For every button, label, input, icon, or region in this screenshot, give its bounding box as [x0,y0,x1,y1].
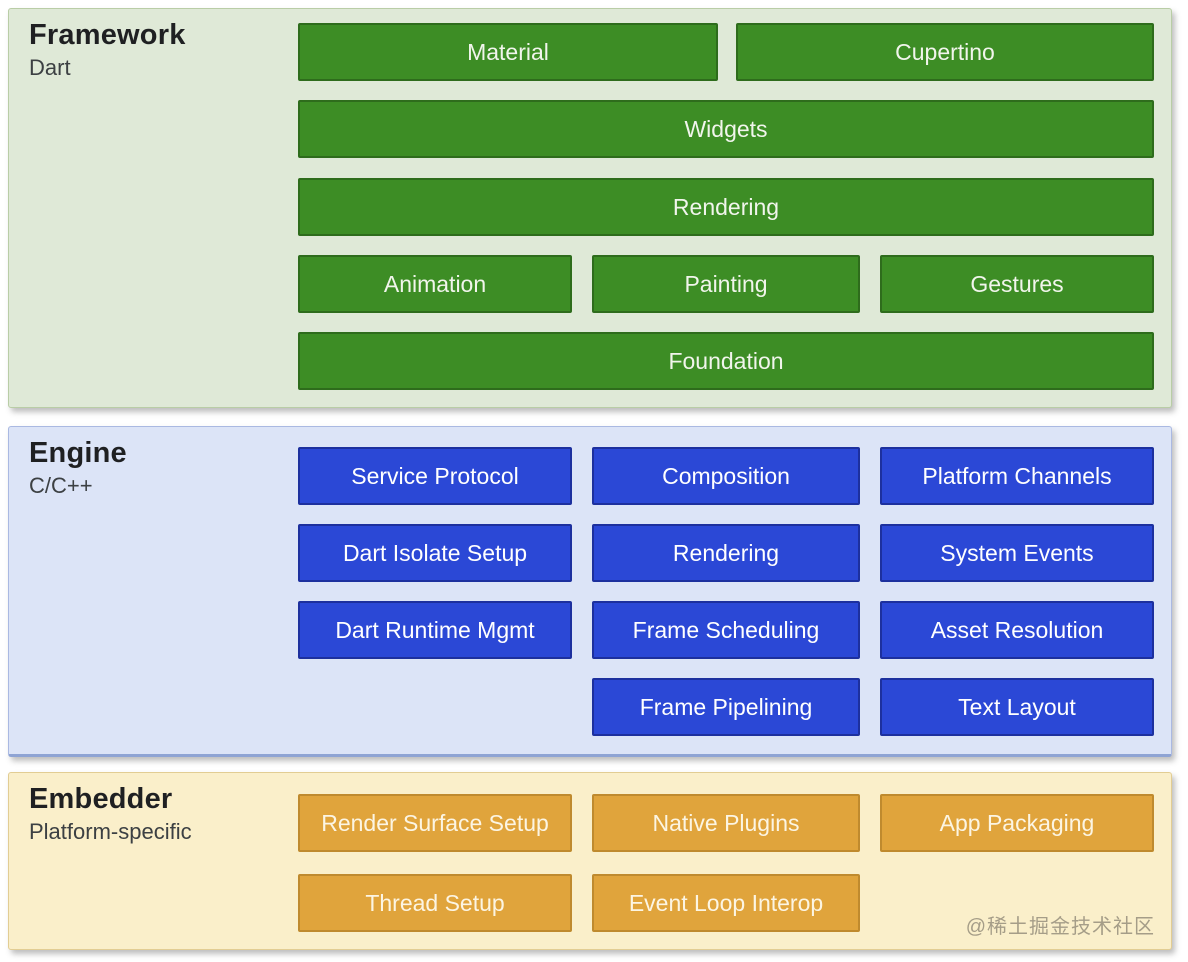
box-thread-setup: Thread Setup [298,874,572,932]
box-service-protocol: Service Protocol [298,447,572,505]
box-composition: Composition [592,447,860,505]
embedder-layer-panel: Embedder Platform-specific Render Surfac… [8,772,1172,950]
box-material: Material [298,23,718,81]
embedder-layer-subtitle: Platform-specific [29,819,192,845]
box-rendering-framework: Rendering [298,178,1154,236]
engine-layer-header: Engine C/C++ [29,437,127,499]
box-frame-scheduling: Frame Scheduling [592,601,860,659]
box-platform-channels: Platform Channels [880,447,1154,505]
embedder-layer-header: Embedder Platform-specific [29,783,192,845]
box-text-layout: Text Layout [880,678,1154,736]
embedder-layer-title: Embedder [29,783,173,815]
engine-layer-panel: Engine C/C++ Service Protocol Compositio… [8,426,1172,757]
box-foundation: Foundation [298,332,1154,390]
box-system-events: System Events [880,524,1154,582]
box-animation: Animation [298,255,572,313]
framework-layer-title: Framework [29,19,186,51]
box-rendering-engine: Rendering [592,524,860,582]
watermark-text: @稀土掘金技术社区 [965,916,1155,938]
box-asset-resolution: Asset Resolution [880,601,1154,659]
box-render-surface-setup: Render Surface Setup [298,794,572,852]
box-event-loop-interop: Event Loop Interop [592,874,860,932]
framework-layer-header: Framework Dart [29,19,186,81]
box-frame-pipelining: Frame Pipelining [592,678,860,736]
box-painting: Painting [592,255,860,313]
engine-layer-subtitle: C/C++ [29,473,93,499]
framework-layer-subtitle: Dart [29,55,71,81]
box-gestures: Gestures [880,255,1154,313]
framework-layer-panel: Framework Dart Material Cupertino Widget… [8,8,1172,408]
box-cupertino: Cupertino [736,23,1154,81]
box-app-packaging: App Packaging [880,794,1154,852]
box-native-plugins: Native Plugins [592,794,860,852]
box-widgets: Widgets [298,100,1154,158]
box-dart-runtime-mgmt: Dart Runtime Mgmt [298,601,572,659]
box-dart-isolate-setup: Dart Isolate Setup [298,524,572,582]
engine-layer-title: Engine [29,437,127,469]
